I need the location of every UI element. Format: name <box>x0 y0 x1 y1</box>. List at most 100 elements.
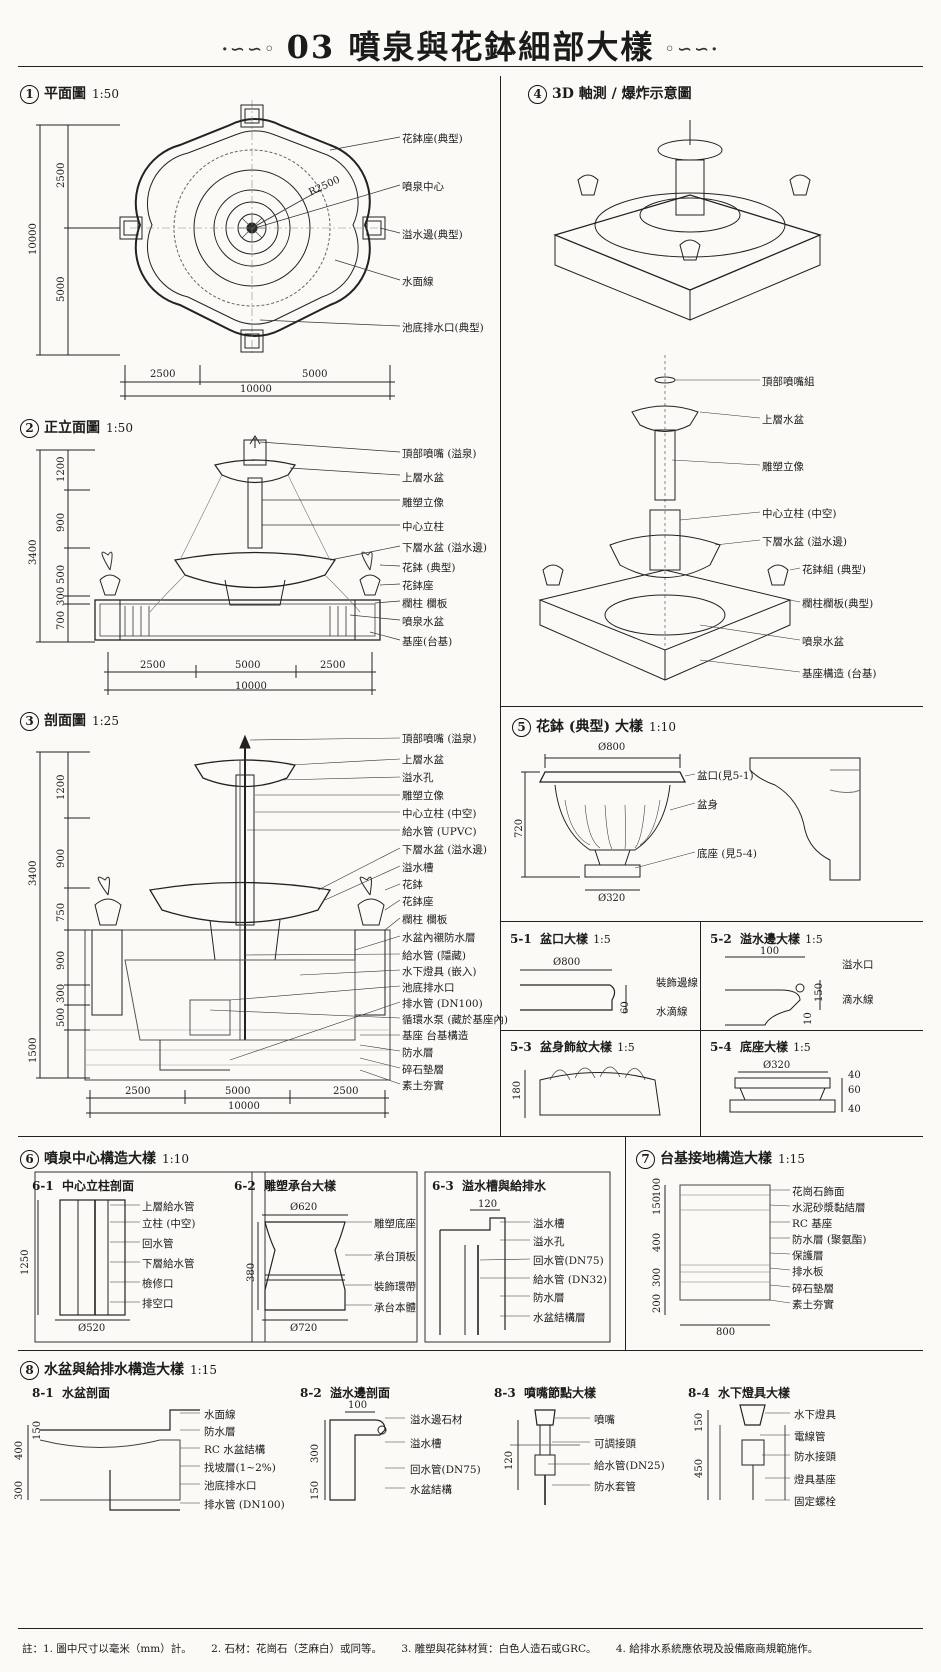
axo-label-1: 上層水盆 <box>762 414 804 426</box>
sect-label-3: 雕塑立像 <box>402 790 444 802</box>
detail-6-2-id: 6-2 <box>234 1179 256 1193</box>
sect-dim-v1: 1200 <box>56 774 67 800</box>
sheet-title: ·∽∽◦03 噴泉與花鉢細部大樣◦∽∽· <box>0 22 941 68</box>
detail-6-1-label-5: 排空口 <box>142 1298 174 1310</box>
sect-label-7: 溢水槽 <box>402 862 434 874</box>
detail-8-2-label-2: 回水管(DN75) <box>410 1464 481 1476</box>
detail-6-2-label-3: 承台本體 <box>374 1302 416 1314</box>
elev-dim-h-total: 10000 <box>235 681 267 692</box>
plinth-label-1: 水泥砂漿黏結層 <box>792 1202 866 1214</box>
detail-5-1-id: 5-1 <box>510 932 532 946</box>
detail-6-3-label-5: 水盆結構層 <box>533 1312 586 1324</box>
sect-label-12: 給水管 (隱藏) <box>402 950 467 962</box>
planter-dim-height: 720 <box>514 818 525 838</box>
section-2-number: 2 <box>20 419 39 438</box>
elev-label-7: 欄柱 欄板 <box>402 598 448 610</box>
section-6-title: 噴泉中心構造大樣 <box>44 1151 156 1167</box>
detail-6-2-label-2: 裝飾環帶 <box>374 1281 416 1293</box>
sect-dim-h1: 2500 <box>125 1086 151 1097</box>
detail-8-2-dim-1: 300 <box>310 1443 321 1463</box>
detail-6-3-id: 6-3 <box>432 1179 454 1193</box>
section-3-title: 剖面圖 <box>44 713 86 729</box>
detail-8-4-label-2: 防水接頭 <box>794 1451 836 1463</box>
detail-5-1-scale: 1:5 <box>593 933 611 946</box>
plinth-label-4: 保護層 <box>792 1250 824 1262</box>
section-6-number: 6 <box>20 1150 39 1169</box>
plan-dim-h-left: 2500 <box>150 369 176 380</box>
axo-label-3: 中心立柱 (中空) <box>762 508 837 520</box>
elev-dim-h1: 2500 <box>140 660 166 671</box>
detail-6-3-heading: 6-3 溢水槽與給排水 <box>432 1177 546 1194</box>
elev-label-2: 雕塑立像 <box>402 497 444 509</box>
detail-5-1-label-trim: 裝飾邊線 <box>656 977 698 989</box>
detail-6-2-dim-height: 380 <box>246 1262 257 1282</box>
sect-label-5: 給水管 (UPVC) <box>402 826 477 838</box>
title-text: 03 噴泉與花鉢細部大樣 <box>286 28 655 66</box>
detail-5-3-title: 盆身飾紋大樣 <box>540 1040 613 1054</box>
sect-label-13: 水下燈具 (嵌入) <box>402 966 477 978</box>
section-5-number: 5 <box>512 718 531 737</box>
detail-8-1-id: 8-1 <box>32 1386 54 1400</box>
planter-drawing <box>520 754 861 1118</box>
divider-s5-subs-h <box>500 1030 923 1031</box>
detail-6-2-label-0: 雕塑底座 <box>374 1218 416 1230</box>
plan-label-drain: 池底排水口(典型) <box>402 322 484 334</box>
detail-8-4-label-1: 電線管 <box>794 1431 826 1443</box>
divider-s5-subs <box>500 921 923 922</box>
section-drawing <box>36 734 401 1118</box>
detail-5-2-title: 溢水邊大樣 <box>740 932 801 946</box>
detail-8-3-id: 8-3 <box>494 1386 516 1400</box>
detail-6-1-dim-height: 1250 <box>20 1249 31 1275</box>
basin-drawing <box>27 1404 790 1511</box>
sect-dim-v7: 1500 <box>28 1037 39 1063</box>
detail-5-4-dim-60: 60 <box>848 1085 861 1096</box>
sect-dim-v5: 300 <box>56 983 67 1003</box>
detail-8-3-title: 噴嘴節點大樣 <box>524 1386 597 1400</box>
detail-6-3-label-0: 溢水槽 <box>533 1218 565 1230</box>
detail-8-1-label-1: 防水層 <box>204 1426 236 1438</box>
center-construction-drawing <box>34 1171 611 1343</box>
sect-label-9: 花鉢座 <box>402 896 434 908</box>
detail-6-2-title: 雕塑承台大樣 <box>264 1179 337 1193</box>
note-4: 4. 給排水系統應依現及設備廠商規範施作。 <box>615 1643 819 1655</box>
sect-label-0: 頂部噴嘴 (溢泉) <box>402 733 477 745</box>
detail-6-1-title: 中心立柱剖面 <box>62 1179 135 1193</box>
detail-8-1-heading: 8-1 水盆剖面 <box>32 1384 110 1401</box>
sect-dim-h2: 5000 <box>225 1086 251 1097</box>
section-5-scale: 1:10 <box>649 720 676 734</box>
plan-label-overflow: 溢水邊(典型) <box>402 229 463 241</box>
detail-8-1-dim-1: 150 <box>32 1420 43 1440</box>
detail-8-4-title: 水下燈具大樣 <box>718 1386 791 1400</box>
sect-dim-v3: 750 <box>56 902 67 922</box>
detail-6-3-dim-120: 120 <box>478 1199 498 1210</box>
detail-8-3-label-0: 噴嘴 <box>594 1414 615 1426</box>
elev-dim-v-total: 3400 <box>28 539 39 565</box>
detail-6-1-id: 6-1 <box>32 1179 54 1193</box>
detail-6-3-label-1: 溢水孔 <box>533 1236 565 1248</box>
detail-8-3-label-1: 可調接頭 <box>594 1438 636 1450</box>
title-rule <box>18 66 923 67</box>
plinth-dim-5: 800 <box>716 1327 736 1338</box>
divider-notes <box>18 1628 923 1629</box>
sect-label-4: 中心立柱 (中空) <box>402 808 477 820</box>
plan-dim-v-top: 2500 <box>56 162 67 188</box>
plan-label-center: 噴泉中心 <box>402 181 444 193</box>
sect-label-18: 防水層 <box>402 1047 434 1059</box>
title-ornament-left: ·∽∽◦ <box>221 39 277 60</box>
axo-label-7: 噴泉水盆 <box>802 636 844 648</box>
axo-label-2: 雕塑立像 <box>762 461 804 473</box>
plinth-label-0: 花崗石飾面 <box>792 1186 845 1198</box>
elev-label-6: 花鉢座 <box>402 580 434 592</box>
detail-8-3-dim-0: 120 <box>504 1450 515 1470</box>
elev-dim-h3: 2500 <box>320 660 346 671</box>
detail-5-1-label-drip: 水滴線 <box>656 1006 688 1018</box>
sect-label-15: 排水管 (DN100) <box>402 998 483 1010</box>
plan-dim-v-total: 10000 <box>28 223 39 255</box>
section-1-title: 平面圖 <box>44 86 86 102</box>
elev-dim-v4: 300 <box>56 586 67 606</box>
divider-row3 <box>18 1350 923 1351</box>
section-1-number: 1 <box>20 85 39 104</box>
